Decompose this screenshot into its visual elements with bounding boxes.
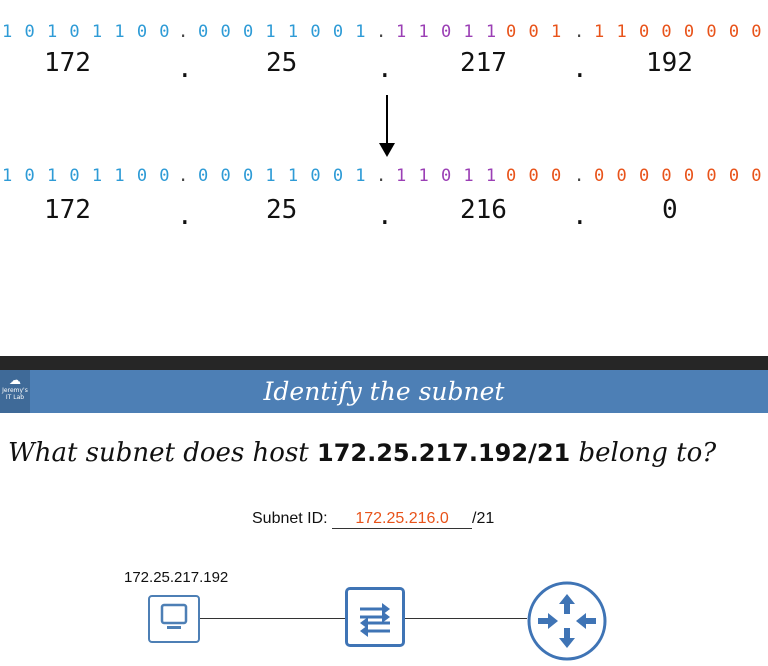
original-octet3-host-bits: 0 0 1 [506,22,563,42]
binary-dot: . [376,22,388,42]
subnet-id-line: Subnet ID: 172.25.216.0/21 [252,510,494,529]
subnet-id-label: Subnet ID: [252,510,333,527]
decimal-dot: . [572,54,588,84]
arrowhead-icon [379,143,395,157]
result-decimal-row: 172 . 25 . 216 . 0 [0,195,768,231]
result-octet1-bits: 1 0 1 0 1 1 0 0 [2,166,171,186]
original-octet2-bits: 0 0 0 1 1 0 0 1 [198,22,367,42]
result-octet2-decimal: 25 [266,195,298,225]
original-octet4-decimal: 192 [646,48,693,78]
slide-header [0,370,768,413]
result-octet2-bits: 0 0 0 1 1 0 0 1 [198,166,367,186]
subnet-prefix-length: /21 [472,510,495,527]
question-suffix: belong to? [570,438,717,468]
original-binary-row: 1 0 1 0 1 1 0 0 . 0 0 0 1 1 0 0 1 . 1 1 … [0,22,768,44]
result-octet4-decimal: 0 [662,195,678,225]
cloud-icon: ☁ [9,373,21,387]
down-arrow-icon [386,95,388,145]
switch-icon [345,587,405,647]
original-octet1-bits: 1 0 1 0 1 1 0 0 [2,22,171,42]
result-octet3-host-bits: 0 0 0 [506,166,563,186]
original-octet4-bits: 1 1 0 0 0 0 0 0 [594,22,763,42]
binary-dot: . [574,22,586,42]
question-prefix: What subnet does host [8,438,318,468]
decimal-dot: . [377,201,393,231]
result-octet4-bits: 0 0 0 0 0 0 0 0 [594,166,763,186]
decimal-dot: . [177,201,193,231]
binary-dot: . [178,22,190,42]
subnet-id-answer: 172.25.216.0 [332,510,473,529]
result-octet3-network-bits: 1 1 0 1 1 [396,166,498,186]
original-octet3-decimal: 217 [460,48,507,78]
decimal-dot: . [177,54,193,84]
logo-text: Jeremy's IT Lab [2,387,28,401]
pc-icon [148,595,200,643]
binary-dot: . [574,166,586,186]
original-decimal-row: 172 . 25 . 217 . 192 [0,48,768,84]
binary-dot: . [376,166,388,186]
jeremys-it-lab-logo: ☁ Jeremy's IT Lab [0,370,30,413]
link-switch-router [405,618,527,619]
original-octet1-decimal: 172 [44,48,91,78]
question-ip: 172.25.217.192/21 [317,439,571,467]
result-octet1-decimal: 172 [44,195,91,225]
binary-dot: . [178,166,190,186]
original-octet3-network-bits: 1 1 0 1 1 [396,22,498,42]
question-text: What subnet does host 172.25.217.192/21 … [8,438,716,468]
decimal-dot: . [572,201,588,231]
result-octet3-decimal: 216 [460,195,507,225]
decimal-dot: . [377,54,393,84]
original-octet2-decimal: 25 [266,48,298,78]
link-pc-switch [200,618,346,619]
slide-title: Identify the subnet [263,377,505,406]
router-icon [526,580,608,662]
result-binary-row: 1 0 1 0 1 1 0 0 . 0 0 0 1 1 0 0 1 . 1 1 … [0,166,768,188]
slide-top-bar [0,356,768,370]
host-ip-label: 172.25.217.192 [124,569,229,586]
